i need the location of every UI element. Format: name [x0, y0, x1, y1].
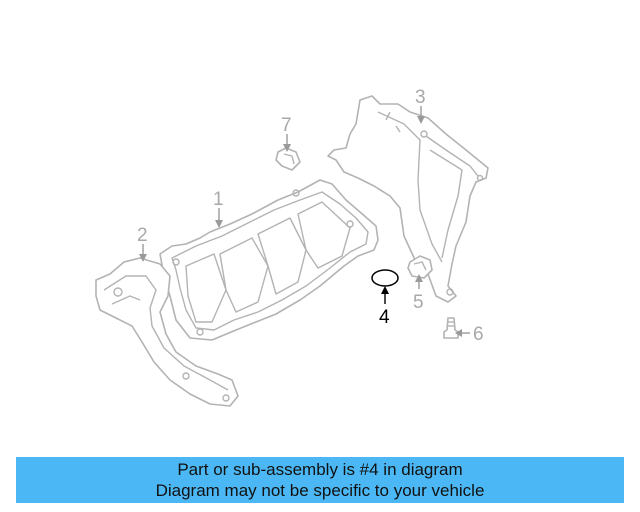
part-4-grommet	[371, 269, 399, 287]
callout-2-label: 2	[137, 225, 148, 246]
part-1-under-cover	[159, 179, 379, 341]
parts-diagram: 1 2 3 4 5 6 7	[95, 87, 489, 407]
banner-line-1: Part or sub-assembly is #4 in diagram	[177, 460, 463, 479]
part-7-clip	[275, 147, 301, 171]
callout-1: 1	[213, 189, 224, 228]
callout-2: 2	[137, 225, 148, 262]
callout-5: 5	[413, 274, 424, 313]
callout-7: 7	[281, 115, 292, 152]
part-3-side-shield	[327, 95, 489, 303]
part-6-bolt	[443, 317, 459, 339]
callout-6: 6	[455, 324, 484, 345]
callout-6-label: 6	[473, 324, 484, 345]
callout-1-label: 1	[213, 189, 224, 210]
part-2-side-shield	[95, 257, 239, 407]
callout-5-label: 5	[413, 292, 424, 313]
callout-7-label: 7	[281, 115, 292, 136]
callout-4-label: 4	[379, 307, 390, 328]
callout-3: 3	[415, 87, 426, 124]
part-5-nut	[407, 255, 433, 279]
callout-4: 4	[379, 286, 390, 328]
callout-3-label: 3	[415, 87, 426, 108]
banner-line-2: Diagram may not be specific to your vehi…	[155, 481, 485, 500]
info-banner: Part or sub-assembly is #4 in diagram Di…	[16, 457, 624, 503]
